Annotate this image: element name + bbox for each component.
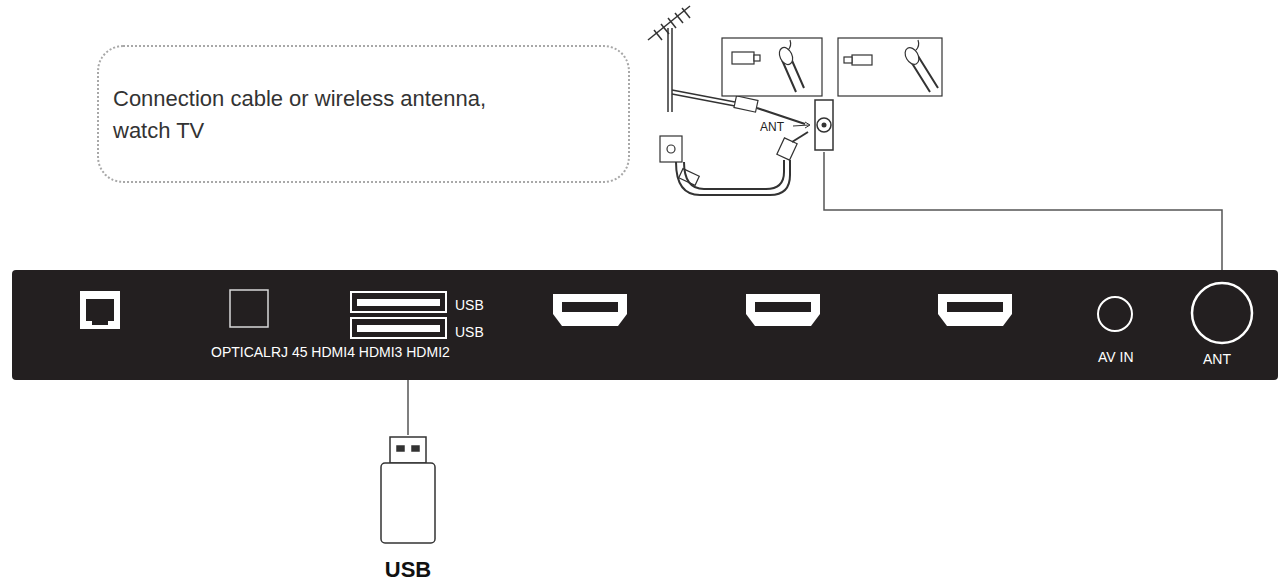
tv-panel-node: USBUSBOPTICALRJ 45 HDMI4 HDMI3 HDMI2AV I… [12,270,1278,380]
callout-text: Connection cable or wireless antenna, wa… [113,83,543,147]
port-label: AV IN [1098,347,1134,367]
usb-stick-node: USB [368,435,454,585]
wall-plate [793,100,833,150]
callout-bubble: Connection cable or wireless antenna, wa… [97,45,630,183]
coax-plug [734,96,805,124]
optical-port [230,290,268,327]
port-label: ANT [760,119,784,136]
wall-outlet-cable [660,132,808,195]
port-label: USB [455,295,484,315]
connector-line [824,152,1222,270]
port-row-label: OPTICALRJ 45 HDMI4 HDMI3 HDMI2 [211,342,450,362]
wall-plate-node: ANT [760,100,836,152]
usb-stick [381,437,435,543]
tv-back-panel [12,270,1278,380]
device-label: USB [368,554,448,586]
rj45-port [80,291,120,329]
connector-insets [722,38,942,96]
port-label: USB [455,322,484,342]
av-in-jack [1098,297,1132,331]
connector-line [407,380,409,435]
hdmi-ports [553,294,1012,326]
port-label: ANT [1203,349,1231,369]
usb-ports [351,292,446,338]
ant-jack [1192,283,1252,343]
